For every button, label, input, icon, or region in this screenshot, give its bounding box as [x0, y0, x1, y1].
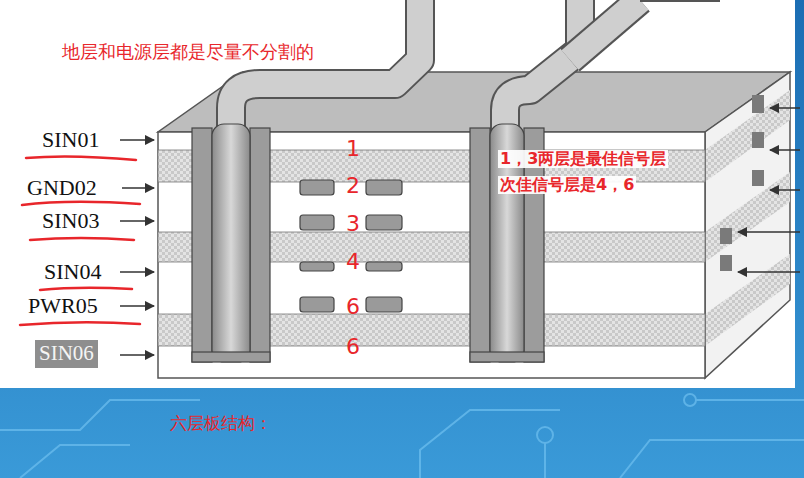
- layer-label: PWR05: [28, 293, 98, 318]
- layer-label: SIN04: [44, 259, 101, 284]
- note-text: 地层和电源层都是尽量不分割的: [62, 42, 314, 63]
- note-text: 次佳信号层是4，6: [498, 176, 636, 194]
- figure-caption: 六层板结构：: [170, 414, 272, 434]
- callout-number: 6: [340, 294, 366, 319]
- note-text: 1，3两层是最佳信号层: [498, 150, 668, 168]
- layer-label: SIN01: [42, 127, 99, 152]
- callout-number: 6: [340, 334, 366, 359]
- layer-label: SIN06: [39, 342, 94, 365]
- callout-number: 2: [340, 173, 366, 198]
- layer-label-box: SIN06: [35, 340, 98, 368]
- layer-label: SIN03: [42, 208, 99, 233]
- callout-number: 1: [340, 136, 366, 161]
- callout-number: 4: [340, 249, 366, 274]
- layer-label: GND02: [27, 175, 97, 200]
- callout-number: 3: [340, 211, 366, 236]
